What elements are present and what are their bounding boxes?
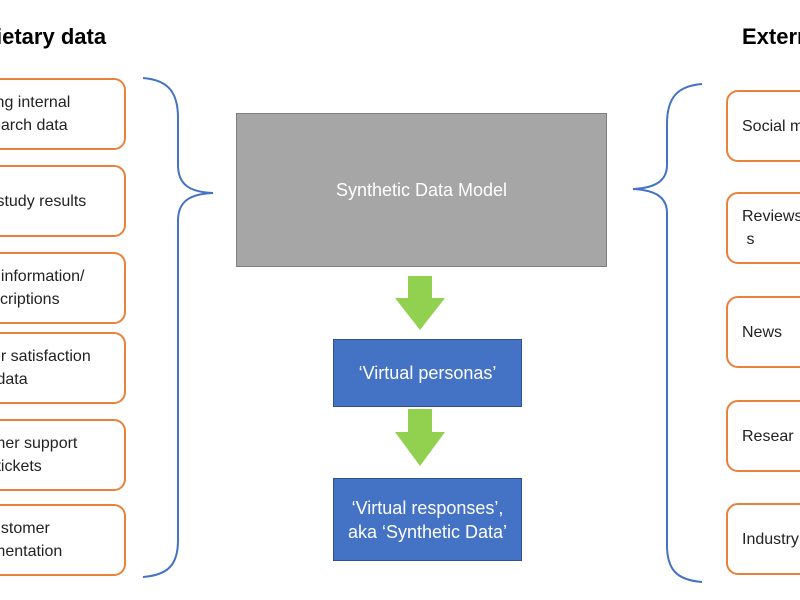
source-box-customer-support: mer support tickets	[0, 419, 126, 491]
down-arrow-icon	[395, 409, 445, 466]
source-box-news: News	[726, 296, 800, 368]
proprietary-data-heading: ietary data	[0, 24, 107, 49]
left-brace	[142, 77, 214, 578]
source-box-research: Resear	[726, 400, 800, 472]
source-box-social-media: Social m	[726, 90, 800, 162]
down-arrow-icon	[395, 276, 445, 330]
synthetic-data-model-box: Synthetic Data Model	[236, 113, 607, 267]
source-box-study-results: study results	[0, 165, 126, 237]
external-data-heading: Extern	[742, 24, 800, 49]
source-box-internal-research: ing internal earch data	[0, 78, 126, 150]
source-box-industry: Industry	[726, 503, 800, 575]
source-box-reviews: Reviews s	[726, 192, 800, 264]
virtual-personas-box: ‘Virtual personas’	[333, 339, 522, 407]
source-box-customer-segmentation: ustomer mentation	[0, 504, 126, 576]
source-box-product-information: t information/ scriptions	[0, 252, 126, 324]
source-box-customer-satisfaction: er satisfaction data	[0, 332, 126, 404]
right-brace	[632, 83, 703, 583]
virtual-responses-box: ‘Virtual responses’, aka ‘Synthetic Data…	[333, 478, 522, 561]
